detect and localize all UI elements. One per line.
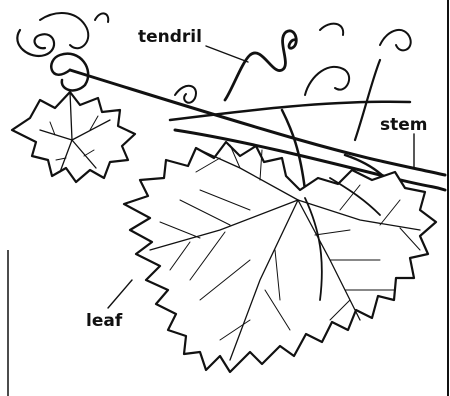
tendrils: [17, 13, 410, 103]
leaf-label: leaf: [86, 311, 123, 331]
leaf-leader-line: [108, 280, 132, 308]
tendril-featured: [225, 31, 296, 100]
stem-label: stem: [380, 115, 428, 135]
tendril-mid-small: [175, 86, 196, 103]
large-leaf: [124, 142, 436, 372]
tendril-label: tendril: [138, 27, 202, 47]
large-leaf-blade: [124, 142, 436, 372]
tendril-right-1: [305, 67, 349, 95]
tendril-small-hook: [95, 13, 108, 22]
tendril-curl-top-left-2: [40, 13, 88, 48]
small-leaf-blade: [12, 92, 135, 182]
tendril-leader-line: [206, 46, 248, 62]
tendril-right-3: [320, 24, 343, 35]
small-leaf: [12, 92, 135, 182]
tendril-right-2: [380, 30, 411, 50]
tendril-curl-top-left: [17, 30, 54, 56]
upright-shoot: [355, 60, 380, 140]
tendril-loop-left: [51, 54, 88, 91]
